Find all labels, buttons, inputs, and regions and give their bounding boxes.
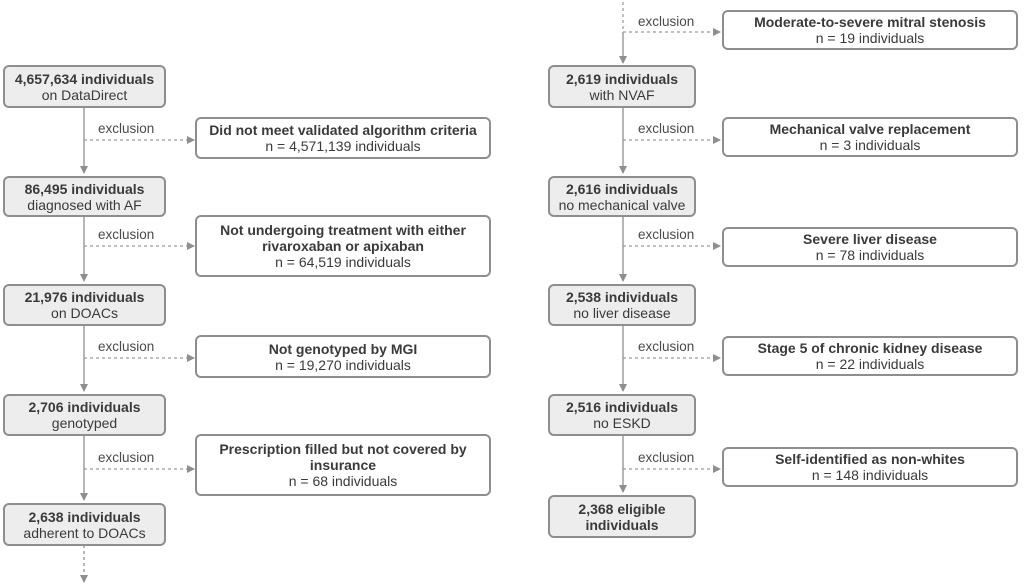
exclusion-box-genotype: Not genotyped by MGI n = 19,270 individu… <box>195 335 491 378</box>
exclusion-reason: Moderate-to-severe mitral stenosis <box>754 14 986 30</box>
exclusion-label: exclusion <box>96 450 157 466</box>
stage-box-af: 86,495 individuals diagnosed with AF <box>3 176 166 217</box>
exclusion-label: exclusion <box>636 121 697 137</box>
stage-count: 4,657,634 individuals <box>14 70 155 87</box>
exclusion-reason: Self-identified as non-whites <box>775 451 965 467</box>
exclusion-box-algorithm: Did not meet validated algorithm criteri… <box>195 117 491 159</box>
exclusion-reason: rivaroxaban or apixaban <box>262 238 424 254</box>
exclusion-box-treatment: Not undergoing treatment with either riv… <box>195 215 491 277</box>
exclusion-reason: Mechanical valve replacement <box>769 121 971 137</box>
exclusion-count: n = 148 individuals <box>811 467 929 483</box>
exclusion-box-non-whites: Self-identified as non-whites n = 148 in… <box>722 447 1018 487</box>
stage-description: individuals <box>585 516 659 533</box>
exclusion-count: n = 4,571,139 individuals <box>265 138 421 154</box>
stage-count: 2,368 eligible <box>578 500 666 517</box>
stage-description: no liver disease <box>573 305 671 321</box>
exclusion-count: n = 19 individuals <box>815 30 925 46</box>
stage-description: on DOACs <box>51 305 118 321</box>
stage-box-no-eskd: 2,516 individuals no ESKD <box>548 394 696 436</box>
stage-description: no mechanical valve <box>558 196 686 213</box>
exclusion-label: exclusion <box>96 339 157 355</box>
stage-description: with NVAF <box>589 86 655 103</box>
stage-count: 2,638 individuals <box>28 508 141 525</box>
stage-box-no-liver-disease: 2,538 individuals no liver disease <box>548 284 696 326</box>
exclusion-box-insurance: Prescription filled but not covered by i… <box>195 434 491 496</box>
exclusion-label: exclusion <box>636 227 697 243</box>
stage-count: 2,616 individuals <box>565 180 679 197</box>
stage-box-doacs: 21,976 individuals on DOACs <box>3 284 166 326</box>
exclusion-count: n = 68 individuals <box>288 473 398 489</box>
stage-description: no ESKD <box>593 415 651 431</box>
exclusion-box-kidney-disease: Stage 5 of chronic kidney disease n = 22… <box>722 336 1018 376</box>
stage-description: diagnosed with AF <box>27 196 142 213</box>
exclusion-label: exclusion <box>636 339 697 355</box>
exclusion-reason: Stage 5 of chronic kidney disease <box>757 340 983 356</box>
exclusion-label: exclusion <box>96 227 157 243</box>
exclusion-count: n = 19,270 individuals <box>275 356 411 373</box>
stage-count: 2,619 individuals <box>565 70 679 87</box>
stage-box-datadirect: 4,657,634 individuals on DataDirect <box>3 65 166 108</box>
exclusion-reason: Did not meet validated algorithm criteri… <box>209 122 477 138</box>
exclusion-label: exclusion <box>636 14 697 30</box>
exclusion-reason: insurance <box>309 457 377 473</box>
exclusion-count: n = 22 individuals <box>815 356 925 372</box>
stage-count: 2,706 individuals <box>28 399 141 415</box>
exclusion-count: n = 3 individuals <box>819 137 921 153</box>
exclusion-label: exclusion <box>96 121 157 137</box>
exclusion-label: exclusion <box>636 450 697 466</box>
stage-description: adherent to DOACs <box>23 524 146 541</box>
stage-box-eligible: 2,368 eligible individuals <box>548 495 696 538</box>
stage-box-genotyped: 2,706 individuals genotyped <box>3 394 166 436</box>
exclusion-count: n = 64,519 individuals <box>275 254 411 270</box>
exclusion-reason: Severe liver disease <box>803 231 937 247</box>
stage-box-adherent: 2,638 individuals adherent to DOACs <box>3 503 166 546</box>
exclusion-box-mechanical-valve: Mechanical valve replacement n = 3 indiv… <box>722 117 1018 157</box>
stage-count: 21,976 individuals <box>24 289 145 305</box>
stage-box-nvaf: 2,619 individuals with NVAF <box>548 65 696 108</box>
stage-count: 86,495 individuals <box>24 180 145 197</box>
stage-count: 2,516 individuals <box>565 399 679 415</box>
exclusion-reason: Prescription filled but not covered by <box>219 441 467 457</box>
exclusion-box-mitral-stenosis: Moderate-to-severe mitral stenosis n = 1… <box>722 10 1018 50</box>
exclusion-count: n = 78 individuals <box>815 247 925 263</box>
exclusion-reason: Not genotyped by MGI <box>268 340 418 357</box>
stage-description: genotyped <box>51 415 118 431</box>
stage-box-no-mechanical-valve: 2,616 individuals no mechanical valve <box>548 176 696 217</box>
exclusion-box-liver-disease: Severe liver disease n = 78 individuals <box>722 227 1018 267</box>
stage-count: 2,538 individuals <box>565 289 679 305</box>
stage-description: on DataDirect <box>41 86 128 103</box>
exclusion-reason: Not undergoing treatment with either <box>220 222 466 238</box>
